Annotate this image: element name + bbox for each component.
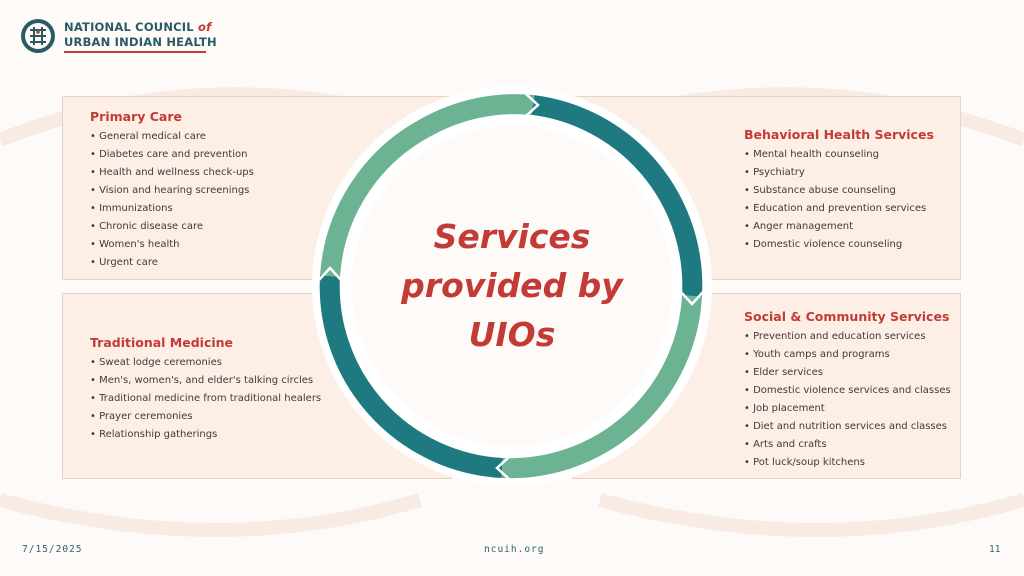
list-item: Anger management — [744, 218, 934, 236]
section-primary-care: Primary Care General medical care Diabet… — [90, 108, 254, 272]
list-item: Pot luck/soup kitchens — [744, 454, 951, 472]
page-number: 11 — [989, 544, 1001, 555]
list-item: Urgent care — [90, 254, 254, 272]
section-title: Behavioral Health Services — [744, 127, 934, 142]
list-item: Prayer ceremonies — [90, 408, 321, 426]
section-traditional-medicine: Traditional Medicine Sweat lodge ceremon… — [90, 334, 321, 444]
section-title: Traditional Medicine — [90, 335, 234, 350]
list-item: Prevention and education services — [744, 328, 951, 346]
list-item: Domestic violence services and classes — [744, 382, 951, 400]
list-item: Psychiatry — [744, 164, 934, 182]
list-item: Vision and hearing screenings — [90, 182, 254, 200]
list-item: Diabetes care and prevention — [90, 146, 254, 164]
list-item: Job placement — [744, 400, 951, 418]
list-item: Youth camps and programs — [744, 346, 951, 364]
logo-line-1: NATIONAL COUNCIL of — [64, 19, 212, 34]
list-item: Education and prevention services — [744, 200, 934, 218]
section-title: Primary Care — [90, 109, 182, 124]
logo-line-2: URBAN INDIAN HEALTH — [64, 34, 217, 49]
ncuih-logo[interactable]: NATIONAL COUNCIL of URBAN INDIAN HEALTH — [20, 18, 217, 54]
list-item: Domestic violence counseling — [744, 236, 934, 254]
section-social-community: Social & Community Services Prevention a… — [744, 308, 951, 472]
section-behavioral-health: Behavioral Health Services Mental health… — [744, 126, 934, 254]
list-item: Traditional medicine from traditional he… — [90, 390, 321, 408]
logo-underline — [64, 50, 206, 53]
section-title: Social & Community Services — [744, 309, 950, 324]
center-title: Services provided by UIOs — [401, 217, 623, 354]
list-item: Health and wellness check-ups — [90, 164, 254, 182]
list-item: Sweat lodge ceremonies — [90, 354, 321, 372]
list-item: Chronic disease care — [90, 218, 254, 236]
services-ring — [312, 86, 712, 486]
list-item: Men's, women's, and elder's talking circ… — [90, 372, 321, 390]
list-item: General medical care — [90, 128, 254, 146]
list-item: Relationship gatherings — [90, 426, 321, 444]
footer-date: 7/15/2025 — [22, 544, 83, 555]
list-item: Mental health counseling — [744, 146, 934, 164]
footer-site-link[interactable]: ncuih.org — [484, 544, 545, 555]
list-item: Elder services — [744, 364, 951, 382]
list-item: Immunizations — [90, 200, 254, 218]
list-item: Arts and crafts — [744, 436, 951, 454]
ncuih-logo-icon — [21, 19, 55, 53]
list-item: Substance abuse counseling — [744, 182, 934, 200]
list-item: Diet and nutrition services and classes — [744, 418, 951, 436]
list-item: Women's health — [90, 236, 254, 254]
